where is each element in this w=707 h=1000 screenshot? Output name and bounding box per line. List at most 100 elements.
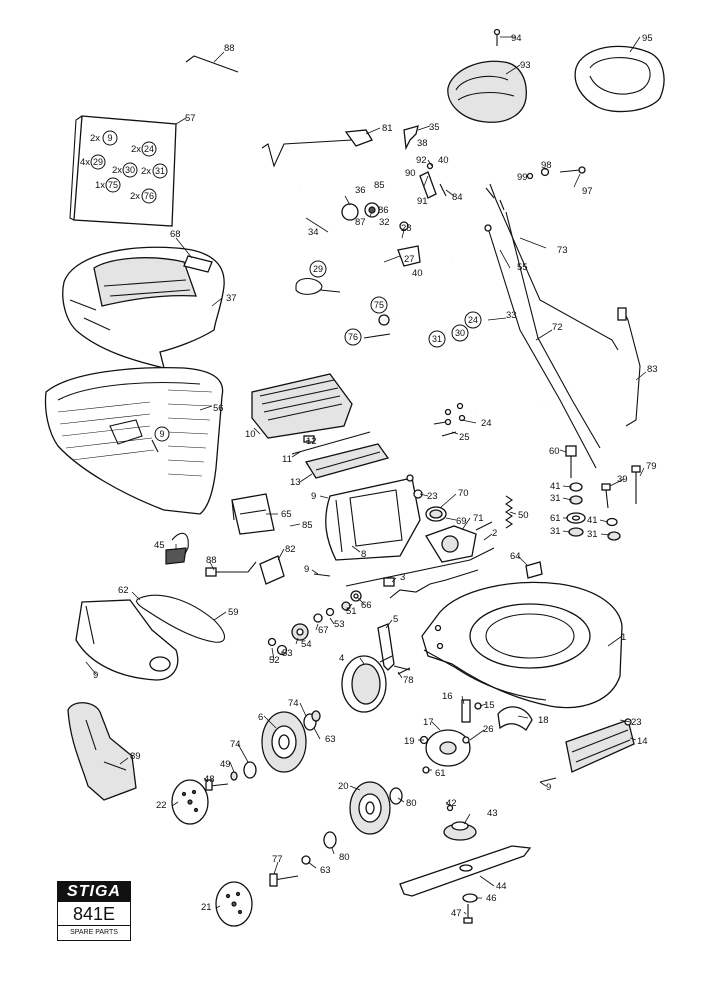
part-label: 8 xyxy=(361,549,366,560)
part-label: 31 xyxy=(587,529,598,540)
part-86-knob xyxy=(341,202,380,221)
part-72-cable xyxy=(505,211,601,449)
part-label: 62 xyxy=(118,585,129,596)
part-label: 53 xyxy=(282,648,293,659)
part-22-hubcap xyxy=(171,779,209,825)
part-label: 3 xyxy=(400,572,405,583)
part-label: 68 xyxy=(170,229,181,240)
part-label: 25 xyxy=(459,432,470,443)
part-label: 9 xyxy=(546,782,551,793)
part-label: 85 xyxy=(302,520,313,531)
part-label: 80 xyxy=(339,852,350,863)
part-label: 2 xyxy=(492,528,497,539)
kit-contents: 2x 9 2x 24 4x 29 2x 30 2x 31 1x 75 2x 76 xyxy=(80,130,168,204)
kit-num: 24 xyxy=(144,144,154,154)
part-label: 12 xyxy=(306,436,317,447)
part-label: 4 xyxy=(339,653,344,664)
callout-9: 9 xyxy=(159,429,164,439)
part-label: 5 xyxy=(393,614,398,625)
part-label: 91 xyxy=(417,196,428,207)
part-label: 80 xyxy=(406,798,417,809)
part-3-bushing xyxy=(383,577,395,587)
part-label: 48 xyxy=(204,774,215,785)
part-label: 51 xyxy=(346,606,357,617)
part-labels: 88 94 95 93 57 81 35 38 92 40 90 91 84 9… xyxy=(93,33,658,919)
part-label: 36 xyxy=(355,185,366,196)
kit-qty: 1x xyxy=(95,180,105,191)
part-label: 13 xyxy=(290,477,301,488)
part-label: 23 xyxy=(427,491,438,502)
part-label: 94 xyxy=(511,33,522,44)
part-5-height-lever xyxy=(377,623,411,671)
part-81-cable xyxy=(261,129,373,168)
part-label: 54 xyxy=(301,639,312,650)
part-label: 82 xyxy=(285,544,296,555)
part-label: 26 xyxy=(483,724,494,735)
part-18-height-scale xyxy=(497,706,533,731)
callout-76: 76 xyxy=(348,332,358,342)
circled-callouts: 29 75 76 24 30 31 9 xyxy=(154,260,482,442)
logo-subtitle: SPARE PARTS xyxy=(58,925,130,939)
part-label: 42 xyxy=(446,798,457,809)
part-label: 49 xyxy=(220,759,231,770)
part-74-washer xyxy=(230,710,321,781)
part-20-front-wheel xyxy=(349,781,391,835)
part-label: 45 xyxy=(154,540,165,551)
part-4-height-adjuster xyxy=(341,655,393,713)
kit-num: 29 xyxy=(93,157,103,167)
part-34-upper-handle xyxy=(297,146,455,328)
part-label: 19 xyxy=(404,736,415,747)
part-label: 98 xyxy=(541,160,552,171)
kit-num: 31 xyxy=(155,166,165,176)
part-label: 63 xyxy=(320,865,331,876)
part-label: 16 xyxy=(442,691,453,702)
part-45-connector xyxy=(165,532,189,565)
part-label: 71 xyxy=(473,513,484,524)
logo-brand: STIGA xyxy=(58,882,130,902)
part-89-bag-handle xyxy=(67,702,137,801)
part-label: 60 xyxy=(549,446,560,457)
part-83-cable xyxy=(617,307,641,427)
part-1-mower-deck xyxy=(421,581,623,709)
part-label: 50 xyxy=(518,510,529,521)
part-label: 84 xyxy=(452,192,463,203)
part-label: 43 xyxy=(487,808,498,819)
part-label: 40 xyxy=(438,155,449,166)
kit-qty: 2x xyxy=(130,191,140,202)
part-47-blade-bolt xyxy=(462,893,478,924)
part-50-spring xyxy=(505,495,513,529)
part-label: 55 xyxy=(517,262,528,273)
part-label: 88 xyxy=(206,555,217,566)
part-56-grass-bag xyxy=(44,367,224,515)
part-label: 89 xyxy=(130,751,141,762)
part-label: 64 xyxy=(510,551,521,562)
part-label: 73 xyxy=(557,245,568,256)
part-label: 74 xyxy=(230,739,241,750)
part-97-bolt xyxy=(526,166,586,180)
part-label: 1 xyxy=(621,632,626,643)
part-label: 31 xyxy=(550,493,561,504)
part-43-blade-adapter xyxy=(443,804,477,841)
part-label: 59 xyxy=(228,607,239,618)
part-label: 52 xyxy=(269,655,280,666)
part-41-washer xyxy=(566,482,621,541)
part-23-cap xyxy=(406,474,423,499)
part-39-bolt xyxy=(601,483,611,509)
part-73-cable xyxy=(485,183,619,351)
part-label: 34 xyxy=(308,227,319,238)
part-label: 33 xyxy=(506,310,517,321)
part-label: 31 xyxy=(550,526,561,537)
stiga-logo: STIGA 841E SPARE PARTS xyxy=(57,881,131,941)
part-label: 95 xyxy=(642,33,653,44)
callout-24: 24 xyxy=(468,315,478,325)
part-label: 67 xyxy=(318,625,329,636)
callout-75: 75 xyxy=(374,300,384,310)
kit-qty: 4x xyxy=(80,157,90,168)
part-54-pinion xyxy=(267,590,362,656)
part-64-cap xyxy=(525,561,543,579)
part-label: 81 xyxy=(382,123,393,134)
part-93-motor-hood xyxy=(447,60,527,123)
kit-num: 9 xyxy=(107,133,112,143)
part-label: 56 xyxy=(213,403,224,414)
